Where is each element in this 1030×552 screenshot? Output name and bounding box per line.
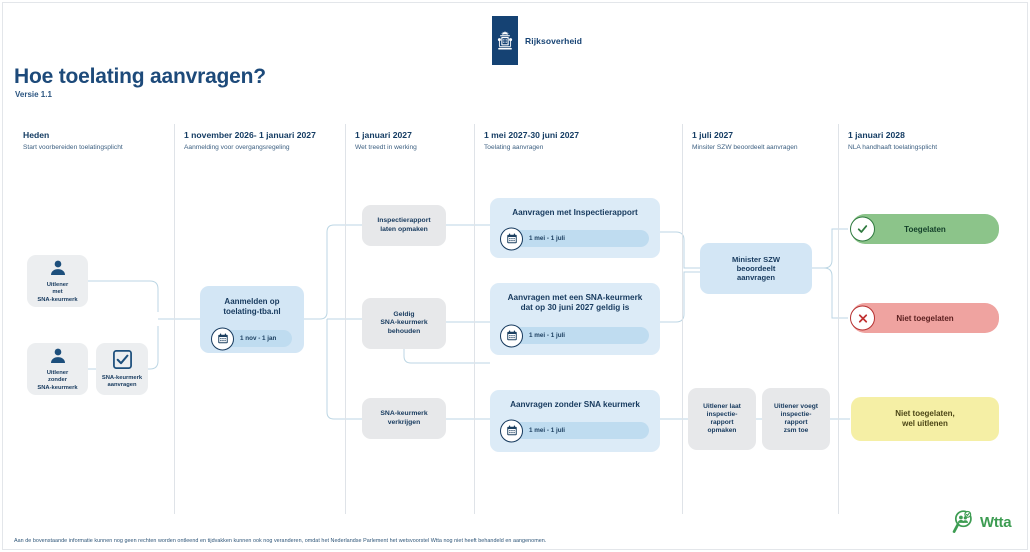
result-label: Niet toegelaten xyxy=(896,313,954,323)
date-pill: 1 mei - 1 juli xyxy=(500,419,649,442)
node-uitlener-met-sna[interactable]: Uitlener met SNA-keurmerk xyxy=(27,255,88,307)
logo-wordmark: Rijksoverheid xyxy=(525,35,583,46)
node-aanmelden-toelating[interactable]: Aanmelden op toelating-tba.nl 1 nov - 1 … xyxy=(200,286,304,353)
timeline-column-4: 1 juli 2027 Minsiter SZW beoordeelt aanv… xyxy=(682,124,838,514)
node-uitlener-zonder-sna[interactable]: Uitlener zonder SNA-keurmerk xyxy=(27,343,88,395)
timeline-column-2: 1 januari 2027 Wet treedt in werking xyxy=(345,124,474,514)
column-title: 1 november 2026- 1 januari 2027 xyxy=(184,130,316,140)
node-label: Aanvragen zonder SNA keurmerk xyxy=(510,400,640,409)
column-subtitle: Aanmelding voor overgangsregeling xyxy=(184,144,290,151)
node-label: SNA-keurmerk aanvragen xyxy=(101,374,143,388)
date-pill: 1 mei - 1 juli xyxy=(500,324,649,347)
column-title: Heden xyxy=(23,130,50,140)
person-icon xyxy=(50,261,65,276)
date-label: 1 mei - 1 juli xyxy=(529,332,566,339)
node-label: Uitlener voegt inspectie- rapport zsm to… xyxy=(774,402,818,435)
node-label: Aanvragen met Inspectierapport xyxy=(512,208,638,217)
column-subtitle: Minsiter SZW beoordeelt aanvragen xyxy=(692,144,798,151)
result-toegelaten[interactable]: Toegelaten xyxy=(850,214,999,244)
node-minister-szw-beoordeelt[interactable]: Minister SZW beoordeelt aanvragen xyxy=(700,243,812,294)
version-label: Versie 1.1 xyxy=(15,90,52,99)
column-title: 1 januari 2028 xyxy=(848,130,905,140)
node-aanvragen-met-inspectierapport[interactable]: Aanvragen met Inspectierapport 1 mei - 1… xyxy=(490,198,660,258)
check-circle-icon xyxy=(850,216,875,242)
node-label: Minister SZW beoordeelt aanvragen xyxy=(731,254,781,283)
calendar-icon xyxy=(500,419,523,442)
x-circle-icon xyxy=(850,305,875,331)
result-niet-toegelaten-wel-uitlenen[interactable]: Niet toegelaten, wel uitlenen xyxy=(851,397,999,441)
date-pill: 1 nov - 1 jan xyxy=(211,327,292,350)
timeline-column-0: Heden Start voorbereiden toelatingsplich… xyxy=(14,124,174,514)
node-label: Aanmelden op toelating-tba.nl xyxy=(223,297,281,316)
node-label: Uitlener laat inspectie- rapport opmaken xyxy=(703,402,741,435)
royal-coat-of-arms-icon xyxy=(492,16,518,65)
node-aanvragen-met-sna-keurmerk[interactable]: Aanvragen met een SNA-keurmerk dat op 30… xyxy=(490,283,660,355)
wtta-logo: Wtta xyxy=(952,509,1012,535)
magnifier-people-icon xyxy=(952,510,972,533)
node-inspectierapport-opmaken[interactable]: Inspectierapport laten opmaken xyxy=(362,205,446,246)
date-label: 1 mei - 1 juli xyxy=(529,235,566,242)
timeline-column-1: 1 november 2026- 1 januari 2027 Aanmeldi… xyxy=(174,124,345,514)
date-pill: 1 mei - 1 juli xyxy=(500,227,649,250)
calendar-icon xyxy=(500,324,523,347)
disclaimer-text: Aan de bovenstaande informatie kunnen no… xyxy=(14,538,547,544)
checkbox-checked-icon xyxy=(112,349,132,369)
date-label: 1 nov - 1 jan xyxy=(240,335,277,342)
result-label: Niet toegelaten, wel uitlenen xyxy=(895,408,955,428)
node-label: Inspectierapport laten opmaken xyxy=(377,217,431,233)
wtta-wordmark: Wtta xyxy=(980,513,1012,531)
column-title: 1 mei 2027-30 juni 2027 xyxy=(484,130,580,140)
node-geldig-sna-behouden[interactable]: Geldig SNA-keurmerk behouden xyxy=(362,298,446,349)
result-label: Toegelaten xyxy=(904,224,946,234)
node-label: Uitlener met SNA-keurmerk xyxy=(37,282,78,303)
node-aanvragen-zonder-sna-keurmerk[interactable]: Aanvragen zonder SNA keurmerk 1 mei - 1 … xyxy=(490,390,660,452)
node-sna-keurmerk-verkrijgen[interactable]: SNA-keurmerk verkrijgen xyxy=(362,398,446,439)
node-sna-keurmerk-aanvragen[interactable]: SNA-keurmerk aanvragen xyxy=(96,343,148,395)
column-title: 1 juli 2027 xyxy=(692,130,734,140)
node-label: Uitlener zonder SNA-keurmerk xyxy=(37,370,78,391)
calendar-icon xyxy=(500,227,523,250)
node-label: Aanvragen met een SNA-keurmerk dat op 30… xyxy=(507,293,643,312)
node-uitlener-voegt-rapport-toe[interactable]: Uitlener voegt inspectie- rapport zsm to… xyxy=(762,388,830,450)
node-uitlener-laat-rapport-opmaken[interactable]: Uitlener laat inspectie- rapport opmaken xyxy=(688,388,756,450)
timeline-column-3: 1 mei 2027-30 juni 2027 Toelating aanvra… xyxy=(474,124,682,514)
result-niet-toegelaten[interactable]: Niet toegelaten xyxy=(850,303,999,333)
rijksoverheid-logo: Rijksoverheid xyxy=(492,16,582,65)
person-icon xyxy=(50,349,65,364)
page-title: Hoe toelating aanvragen? xyxy=(14,65,266,88)
timeline-columns: Heden Start voorbereiden toelatingsplich… xyxy=(14,124,1016,514)
node-label: Geldig SNA-keurmerk behouden xyxy=(380,311,428,335)
calendar-icon xyxy=(211,327,234,350)
column-subtitle: NLA handhaaft toelatingsplicht xyxy=(848,144,938,151)
column-subtitle: Toelating aanvragen xyxy=(484,144,544,151)
timeline-column-5: 1 januari 2028 NLA handhaaft toelatingsp… xyxy=(838,124,1016,514)
column-subtitle: Start voorbereiden toelatingsplicht xyxy=(23,144,123,151)
column-title: 1 januari 2027 xyxy=(355,130,412,140)
node-label: SNA-keurmerk verkrijgen xyxy=(380,410,428,426)
column-subtitle: Wet treedt in werking xyxy=(355,144,417,151)
date-label: 1 mei - 1 juli xyxy=(529,427,566,434)
